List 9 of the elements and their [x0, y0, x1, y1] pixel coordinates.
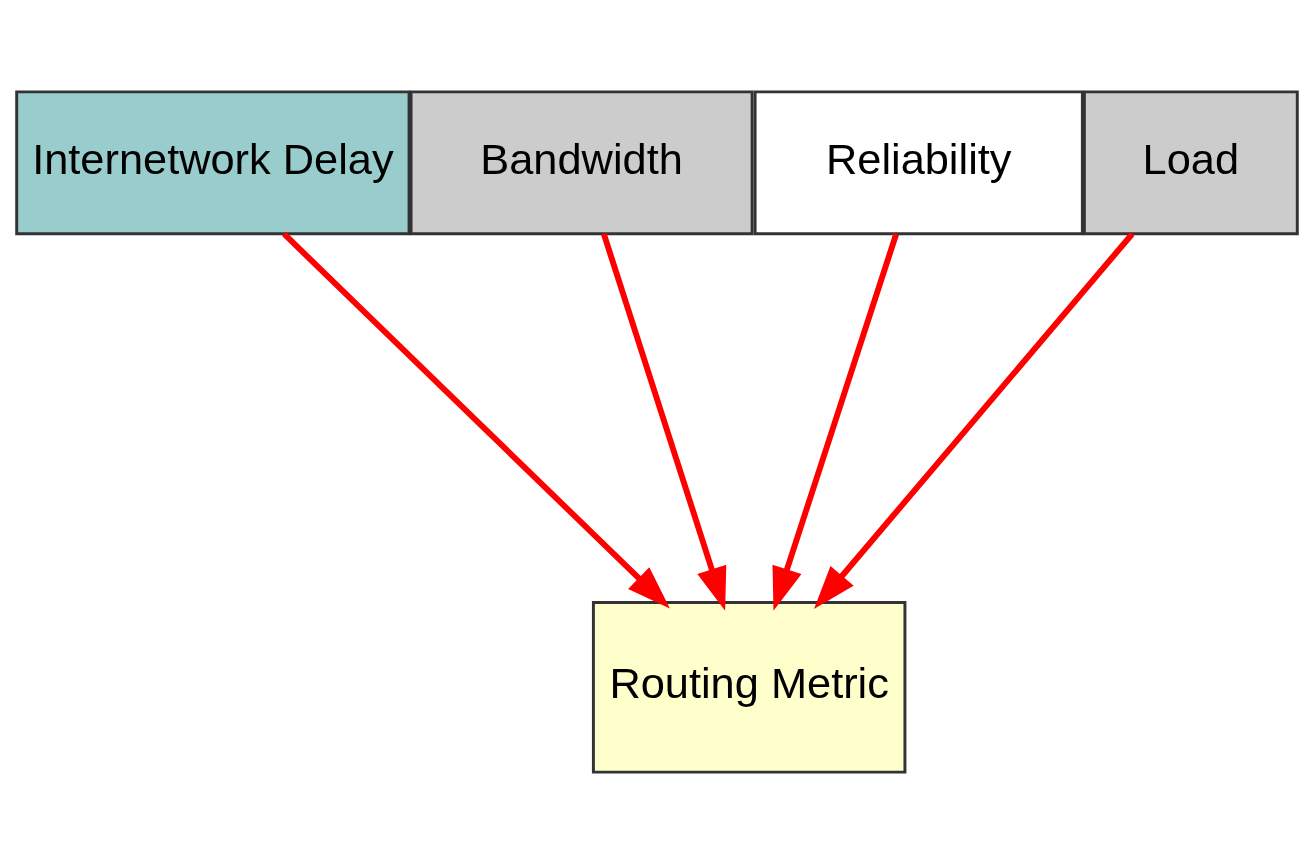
arrow [282, 231, 670, 609]
node-box: Bandwidth [409, 90, 754, 236]
arrow [772, 233, 900, 611]
node-box: Load [1082, 90, 1299, 236]
arrow [813, 232, 1135, 609]
node-box: Reliability [753, 90, 1084, 236]
node-box: Internetwork Delay [15, 90, 411, 236]
node-box: Routing Metric [591, 601, 907, 774]
arrow [601, 233, 727, 611]
